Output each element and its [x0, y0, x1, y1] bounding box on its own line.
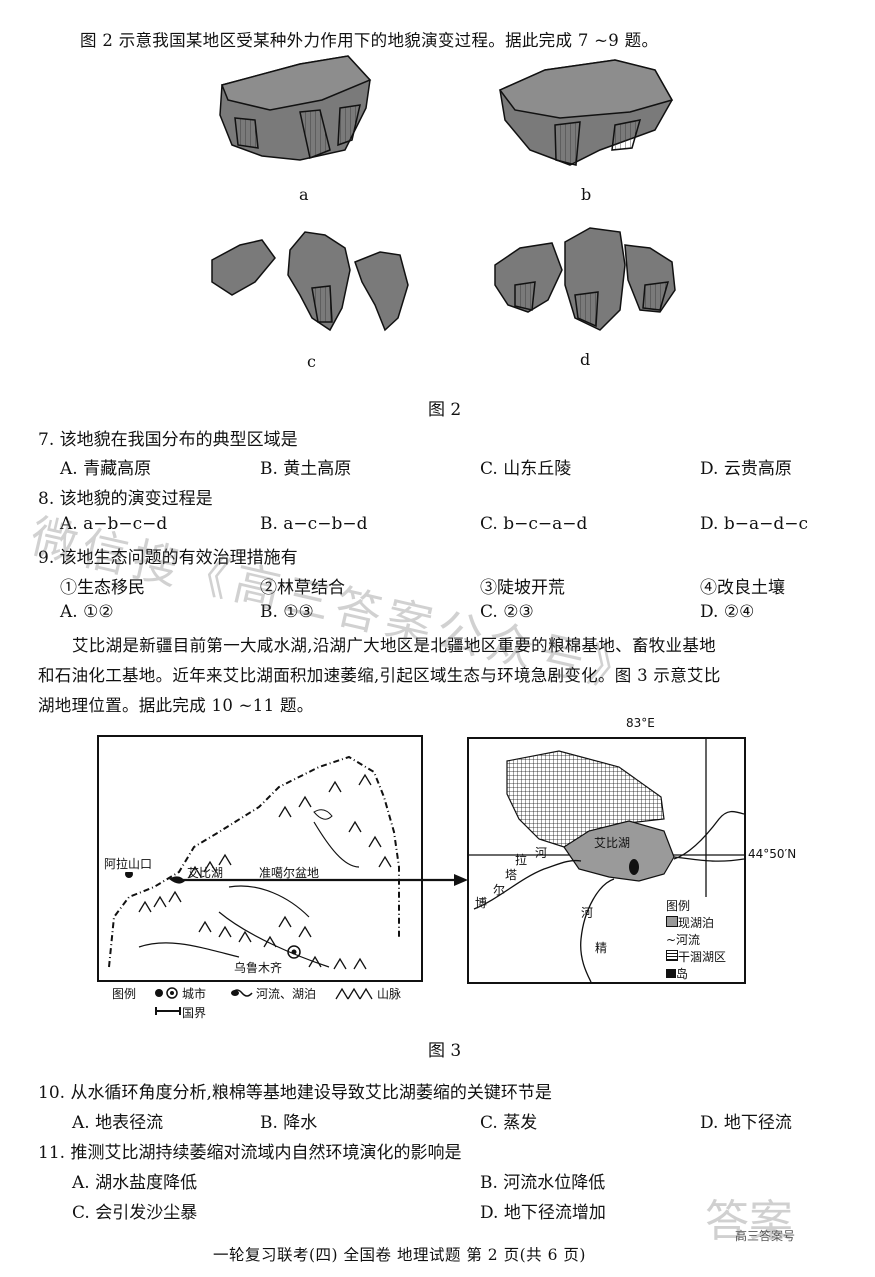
- q9-item-4: ④改良土壤: [700, 578, 785, 598]
- legend-mountain-label: 山脉: [377, 987, 402, 1001]
- lake-aibihu-small: [169, 876, 185, 884]
- fig3-right-legend: 图例 现湖泊 ~河流 干涸湖区 岛: [666, 897, 727, 982]
- legend-river-icon: [231, 989, 253, 997]
- label-he-2: 河: [581, 906, 594, 920]
- label-ta: 塔: [505, 868, 518, 882]
- watermark-logo: 答案 高三答案号: [705, 1185, 845, 1247]
- q8-option-c: C. b−c−a−d: [480, 514, 588, 534]
- q11-option-a: A. 湖水盐度降低: [72, 1173, 198, 1193]
- legend-river-swatch: ~: [666, 933, 677, 947]
- fig3-right-map-drawing: [469, 739, 744, 982]
- q10-stem: 10. 从水循环角度分析,粮棉等基地建设导致艾比湖萎缩的关键环节是: [38, 1083, 552, 1103]
- legend-dry-label: 干涸湖区: [678, 950, 727, 964]
- legend-river-label-right: 河流: [676, 933, 701, 947]
- landform-a: [219, 55, 372, 161]
- label-basin: 准噶尔盆地: [259, 866, 320, 880]
- q9-option-c: C. ②③: [480, 602, 534, 622]
- q9-item-1: ①生态移民: [60, 578, 145, 598]
- q8-option-b: B. a−c−b−d: [260, 514, 368, 534]
- q9-option-a: A. ①②: [60, 602, 114, 622]
- fig3-left-map-drawing: [108, 755, 400, 970]
- figure-2-landforms: [211, 55, 676, 332]
- legend-city-label: 城市: [182, 987, 207, 1001]
- q11-stem: 11. 推测艾比湖持续萎缩对流域内自然环境演化的影响是: [38, 1143, 462, 1163]
- rivers: [473, 810, 744, 982]
- legend-right-title: 图例: [666, 899, 691, 913]
- q11-option-c: C. 会引发沙尘暴: [72, 1203, 198, 1223]
- lake-north: [313, 809, 333, 820]
- label-alashankou: 阿拉山口: [104, 855, 153, 872]
- label-aibihu-left: 艾比湖: [187, 866, 224, 880]
- watermark-badge: 高三答案号: [735, 1229, 796, 1243]
- landform-d: [494, 227, 676, 331]
- label-longitude: 83°E: [626, 716, 655, 730]
- q8-stem: 8. 该地貌的演变过程是: [38, 489, 213, 509]
- legend-island-swatch: [666, 969, 676, 978]
- label-er: 尔: [493, 883, 506, 897]
- fig2-label-b: b: [581, 185, 592, 204]
- intro-q10-11-line1: 艾比湖是新疆目前第一大咸水湖,沿湖广大地区是北疆地区重要的粮棉基地、畜牧业基地: [72, 636, 716, 655]
- landform-b: [498, 59, 674, 166]
- label-bo: 博: [475, 896, 488, 910]
- legend-dry-swatch: [666, 950, 678, 961]
- q7-option-c: C. 山东丘陵: [480, 459, 572, 479]
- fig3-caption: 图 3: [428, 1041, 462, 1061]
- island: [629, 859, 639, 875]
- fig3-left-map: 阿拉山口 艾比湖 准噶尔盆地 乌鲁木齐: [97, 735, 423, 982]
- legend-river-label: 河流、湖泊: [256, 987, 317, 1001]
- fig2-caption: 图 2: [428, 400, 462, 420]
- q8-option-a: A. a−b−c−d: [60, 514, 168, 534]
- q9-option-b: B. ①③: [260, 602, 314, 622]
- fig3-right-map: 83°E 44°50′N 艾比湖 博 尔 塔 拉 河 精 河 图例 现湖泊 ~河…: [467, 716, 796, 984]
- q9-option-d: D. ②④: [700, 602, 755, 622]
- rivers: [138, 821, 360, 968]
- q10-option-c: C. 蒸发: [480, 1113, 538, 1133]
- legend-border-icon: [155, 1007, 181, 1015]
- intro-q10-11-line3: 湖地理位置。据此完成 10 ~11 题。: [38, 696, 314, 715]
- q11-option-d: D. 地下径流增加: [480, 1203, 606, 1223]
- fig2-label-d: d: [580, 350, 591, 369]
- q7-option-a: A. 青藏高原: [60, 459, 152, 479]
- q10-option-a: A. 地表径流: [72, 1113, 164, 1133]
- q9-item-3: ③陡坡开荒: [480, 578, 565, 598]
- q7-option-b: B. 黄土高原: [260, 459, 352, 479]
- city-alashankou-dot: [125, 870, 133, 878]
- q9-item-2: ②林草结合: [260, 578, 345, 598]
- q10-option-d: D. 地下径流: [700, 1113, 792, 1133]
- q9-stem: 9. 该地生态问题的有效治理措施有: [38, 548, 298, 568]
- q8-option-d: D. b−a−d−c: [700, 514, 808, 534]
- city-urumqi-dot: [291, 949, 297, 955]
- label-aibihu-right: 艾比湖: [594, 836, 631, 850]
- legend-mountain-icon: [335, 987, 373, 1000]
- fig3-left-legend: 图例 城市 河流、湖泊 山脉 国界: [112, 985, 412, 1025]
- label-la: 拉: [515, 853, 528, 867]
- q7-option-d: D. 云贵高原: [700, 459, 792, 479]
- city-urumqi-ring: [287, 945, 301, 959]
- legend-city-icon: [155, 987, 178, 999]
- legend-left-title: 图例: [112, 987, 137, 1001]
- label-jing: 精: [595, 941, 608, 955]
- legend-lake-swatch: [666, 916, 678, 927]
- watermark-logo-glyph: 答案: [705, 1196, 793, 1247]
- intro-q10-11-line2: 和石油化工基地。近年来艾比湖面积加速萎缩,引起区域生态与环境急剧变化。图 3 示…: [38, 666, 721, 685]
- legend-lake-label: 现湖泊: [678, 916, 715, 930]
- fig3-connector-arrow: [180, 874, 468, 886]
- border-line: [108, 755, 400, 968]
- q7-stem: 7. 该地貌在我国分布的典型区域是: [38, 430, 298, 450]
- label-latitude: 44°50′N: [748, 847, 797, 861]
- q10-option-b: B. 降水: [260, 1113, 318, 1133]
- intro-q7-9: 图 2 示意我国某地区受某种外力作用下的地貌演变过程。据此完成 7 ~9 题。: [80, 31, 659, 50]
- legend-border-label: 国界: [182, 1006, 207, 1020]
- legend-island-label: 岛: [676, 967, 689, 981]
- label-urumqi: 乌鲁木齐: [234, 961, 283, 975]
- fig2-label-a: a: [299, 185, 309, 204]
- current-lake-area: [563, 820, 675, 882]
- landform-c: [211, 231, 409, 332]
- page-footer: 一轮复习联考(四) 全国卷 地理试题 第 2 页(共 6 页): [213, 1246, 586, 1264]
- q11-option-b: B. 河流水位降低: [480, 1173, 606, 1193]
- fig2-label-c: c: [307, 352, 316, 371]
- label-he-1: 河: [535, 846, 548, 860]
